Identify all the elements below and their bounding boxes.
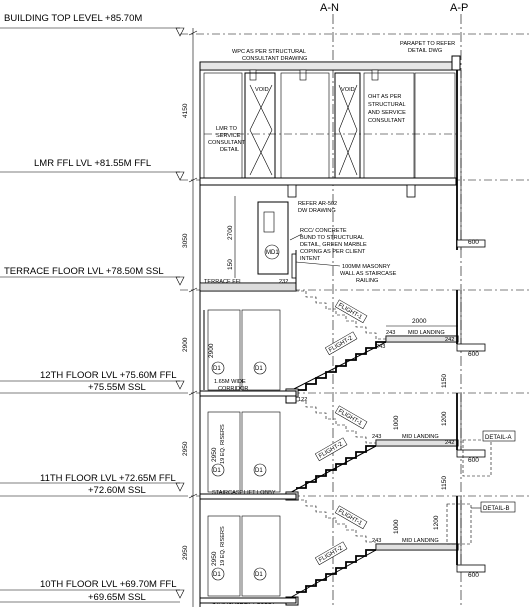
note-oht-3: AND SERVICE: [368, 110, 406, 116]
note-wpc-1: WPC AS PER STRUCTURAL: [232, 49, 306, 55]
dim-2900: 2900: [182, 337, 189, 352]
level-12-ffl: 12TH FLOOR LVL +75.60M FFL: [40, 370, 176, 381]
dim-1200-b: 1200: [433, 515, 440, 530]
tag-d1-e: D1: [213, 572, 221, 578]
dim-2900-inner: 2900: [208, 343, 215, 358]
note-oht-1: OHT AS PER: [368, 94, 401, 100]
tag-d1-a: D1: [213, 366, 221, 372]
tag-md1: MD1: [266, 250, 279, 256]
dim-2700: 2700: [227, 225, 234, 240]
note-lmr-4: DETAIL: [220, 147, 239, 153]
dim-2950-d: 2950: [211, 551, 218, 566]
dim-600-roof: 600: [468, 239, 479, 246]
tag-d1-b: D1: [255, 366, 263, 372]
spot-242b: 242: [445, 440, 454, 446]
dim-3050: 3050: [182, 233, 189, 248]
note-lmr-2: SERVICE: [216, 133, 241, 139]
tag-d1-d: D1: [255, 468, 263, 474]
note-masonry-3: RAILING: [356, 278, 378, 284]
dim-600-11: 600: [468, 457, 479, 464]
note-parapet-2: DETAIL DWG: [408, 48, 442, 54]
note-rcc-1: RCC/ CONCRETE: [300, 228, 347, 234]
tag-d1-f: D1: [255, 572, 263, 578]
level-10-ssl: +69.65M SSL: [88, 592, 146, 603]
terrace-zone: MD1 2700 150 REFER AR-502 DW DRAWING RCC…: [199, 196, 397, 292]
note-refer-2: DW DRAWING: [298, 208, 336, 214]
spot-243b: 243: [376, 344, 385, 350]
vertical-dimension-chain: 4150 3050 2900 2950 2950: [182, 28, 198, 607]
note-corridor-2: CORRIDOR: [218, 386, 248, 392]
dim-2950-b: 2950: [182, 545, 189, 560]
dim-600-12: 600: [468, 351, 479, 358]
note-refer-1: REFER AR-502: [298, 201, 337, 207]
level-labels: BUILDING TOP LEVEL +85.70M LMR FFL LVL +…: [4, 13, 176, 603]
dim-1150-b: 1150: [441, 476, 448, 490]
floor-slabs: [199, 390, 297, 604]
note-risers-1: 19 EQ. RISERS: [220, 424, 226, 464]
level-11-ssl: +72.60M SSL: [88, 485, 146, 496]
grid-label-an: A-N: [320, 2, 339, 14]
grid-label-ap: A-P: [450, 2, 468, 14]
dim-1000-a: 1000: [393, 415, 400, 430]
note-rcc-3: DETAIL, GREEN MARBLE: [300, 242, 367, 248]
floor-11-zone: D1 D1 2950 19 EQ. RISERS STAIRCASE LIFT …: [207, 392, 516, 501]
dim-2950-a: 2950: [182, 441, 189, 456]
note-corridor-1: 1.65M WIDE: [214, 379, 246, 385]
note-lmr-3: CONSULTANT: [208, 140, 246, 146]
spot-242a: 242: [445, 337, 454, 343]
dim-2000: 2000: [412, 318, 427, 325]
spot-243a: 243: [386, 330, 395, 336]
note-oht-2: STRUCTURAL: [368, 102, 406, 108]
note-lmr-1: LMR TO: [216, 126, 238, 132]
note-oht-4: CONSULTANT: [368, 118, 406, 124]
note-staircase-1: STAIRCASE: [212, 490, 244, 496]
dim-2950-c: 2950: [211, 447, 218, 462]
dim-1150-a: 1150: [441, 374, 448, 388]
note-void-1: VOID: [255, 87, 269, 93]
note-rcc-5: INTENT: [300, 256, 321, 262]
level-12-ssl: +75.55M SSL: [88, 382, 146, 393]
detail-b-tag: DETAIL-B: [483, 506, 510, 512]
roof-notes: WPC AS PER STRUCTURAL CONSULTANT DRAWING…: [208, 41, 479, 246]
note-wpc-2: CONSULTANT DRAWING: [242, 56, 307, 62]
spot-232: 232: [279, 279, 288, 285]
note-mid-3: MID LANDING: [402, 538, 439, 544]
detail-a-tag: DETAIL-A: [485, 435, 512, 441]
dim-150: 150: [227, 259, 234, 270]
note-masonry-2: WALL AS STAIRCASE: [340, 271, 397, 277]
level-terrace: TERRACE FLOOR LVL +78.50M SSL: [4, 266, 164, 277]
floor-12-zone: D1 D1 2900 1.65M WIDE CORRIDOR FLIGHT-1 …: [199, 290, 486, 607]
note-risers-2: 19 EQ. RISERS: [220, 526, 226, 566]
note-mid-2: MID LANDING: [402, 434, 439, 440]
note-parapet-1: PARAPET TO REFER: [400, 41, 455, 47]
level-lines: [0, 27, 531, 603]
note-terrace-ffl: TERRACE FFL: [204, 279, 242, 285]
note-masonry-1: 100MM MASONRY: [342, 264, 391, 270]
note-rcc-2: BUND TO STRUCTURAL: [300, 235, 364, 241]
dim-600-10: 600: [468, 572, 479, 579]
level-building-top: BUILDING TOP LEVEL +85.70M: [4, 13, 142, 24]
dim-1200-a: 1200: [441, 411, 448, 426]
level-10-ffl: 10TH FLOOR LVL +69.70M FFL: [40, 579, 176, 590]
level-lmr: LMR FFL LVL +81.55M FFL: [34, 158, 151, 169]
tag-d1-c: D1: [213, 468, 221, 474]
spot-122: 122: [298, 397, 307, 403]
level-11-ffl: 11TH FLOOR LVL +72.65M FFL: [40, 473, 176, 484]
spot-243d: 243: [372, 538, 381, 544]
floor-10-zone: D1 D1 2950 19 EQ. RISERS STAIRCASE LIFT …: [207, 496, 516, 606]
roof-structure: [199, 55, 486, 290]
dim-4150: 4150: [182, 103, 189, 118]
dim-1000-b: 1000: [393, 519, 400, 534]
note-lift-1: LIFT LOBBY: [244, 490, 276, 496]
spot-243c: 243: [372, 434, 381, 440]
note-void-2: VOID: [341, 87, 355, 93]
note-rcc-4: COPING AS PER CLIENT: [300, 249, 366, 255]
note-mid-1: MID LANDING: [408, 330, 445, 336]
